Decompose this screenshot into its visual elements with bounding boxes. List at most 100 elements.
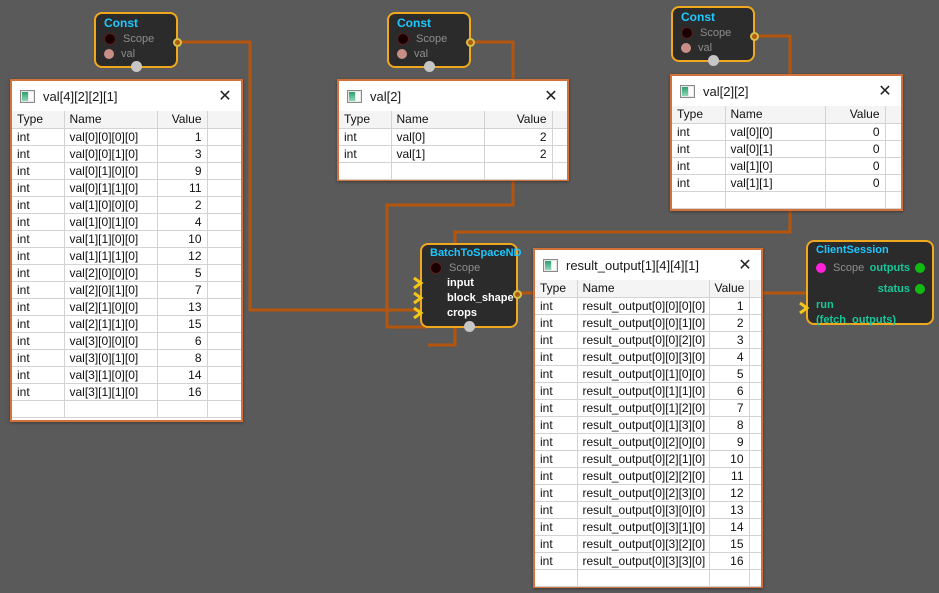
node-const-3[interactable]: Const Scope val <box>671 6 759 66</box>
close-icon[interactable]: ✕ <box>544 88 558 105</box>
scope-dot-icon <box>397 32 409 45</box>
cell-value: 4 <box>708 347 750 366</box>
cell-value: 5 <box>708 364 750 383</box>
port-run[interactable]: run <box>799 299 932 315</box>
cell-value: 5 <box>156 263 208 282</box>
cell-name: val[0][1][0][0] <box>63 161 158 180</box>
cell-blank <box>748 364 761 383</box>
node-const-2[interactable]: Const Scope val <box>387 12 475 72</box>
port-label: Scope <box>449 261 481 274</box>
port-val[interactable]: val <box>389 46 469 61</box>
close-icon[interactable]: ✕ <box>218 88 232 105</box>
cell-blank <box>206 212 241 231</box>
port-block-shape[interactable]: block_shape <box>413 290 516 305</box>
cell-value: 9 <box>156 161 208 180</box>
node-handle-dot[interactable] <box>424 61 435 72</box>
cell-value: 6 <box>708 381 750 400</box>
cell-value: 2 <box>483 144 553 163</box>
panel-title-bar[interactable]: val[2] ✕ <box>339 81 567 111</box>
output-port[interactable] <box>513 290 522 299</box>
port-crops[interactable]: crops <box>413 305 516 320</box>
cell-type: int <box>535 449 578 468</box>
panel-title-bar[interactable]: val[4][2][2][1] ✕ <box>12 81 241 111</box>
cell-name: val[3][1][0][0] <box>63 365 158 384</box>
cell-type: int <box>535 551 578 570</box>
output-port[interactable] <box>466 38 475 47</box>
output-port[interactable] <box>750 32 759 41</box>
port-scope[interactable]: Scope <box>422 260 516 275</box>
port-val[interactable]: val <box>96 46 176 61</box>
port-scope[interactable]: Scope outputs <box>808 257 932 279</box>
close-icon[interactable]: ✕ <box>738 257 752 274</box>
port-input[interactable]: input <box>413 275 516 290</box>
node-title: ClientSession <box>816 244 889 256</box>
cell-name: val[1][0][1][0] <box>63 212 158 231</box>
column-header-name: Name <box>390 111 485 129</box>
panel-result-output[interactable]: result_output[1][4][4][1] ✕ Type Name Va… <box>533 248 763 588</box>
cell-type: int <box>535 381 578 400</box>
port-scope[interactable]: Scope <box>673 25 753 40</box>
output-port[interactable] <box>173 38 182 47</box>
input-arrow-icon <box>799 301 810 315</box>
panel-title-bar[interactable]: result_output[1][4][4][1] ✕ <box>535 250 761 280</box>
node-const-1[interactable]: Const Scope val <box>94 12 182 72</box>
node-batchtospacend[interactable]: BatchToSpaceND Scope input block_shape c… <box>413 243 522 332</box>
node-handle-dot[interactable] <box>708 55 719 66</box>
port-scope[interactable]: Scope <box>389 31 469 46</box>
port-status[interactable]: status <box>808 279 932 299</box>
node-handle-dot[interactable] <box>464 321 475 332</box>
port-scope[interactable]: Scope <box>96 31 176 46</box>
cell-name: val[1][1] <box>724 173 826 192</box>
panel-title-bar[interactable]: val[2][2] ✕ <box>672 76 901 106</box>
cell-name: result_output[0][1][3][0] <box>576 415 710 434</box>
port-val[interactable]: val <box>673 40 753 55</box>
node-handle-dot[interactable] <box>131 61 142 72</box>
cell-type: int <box>535 415 578 434</box>
node-clientsession[interactable]: ClientSession Scope outputs status run (… <box>799 240 934 326</box>
close-icon[interactable]: ✕ <box>878 83 892 100</box>
port-label: block_shape <box>447 291 514 304</box>
